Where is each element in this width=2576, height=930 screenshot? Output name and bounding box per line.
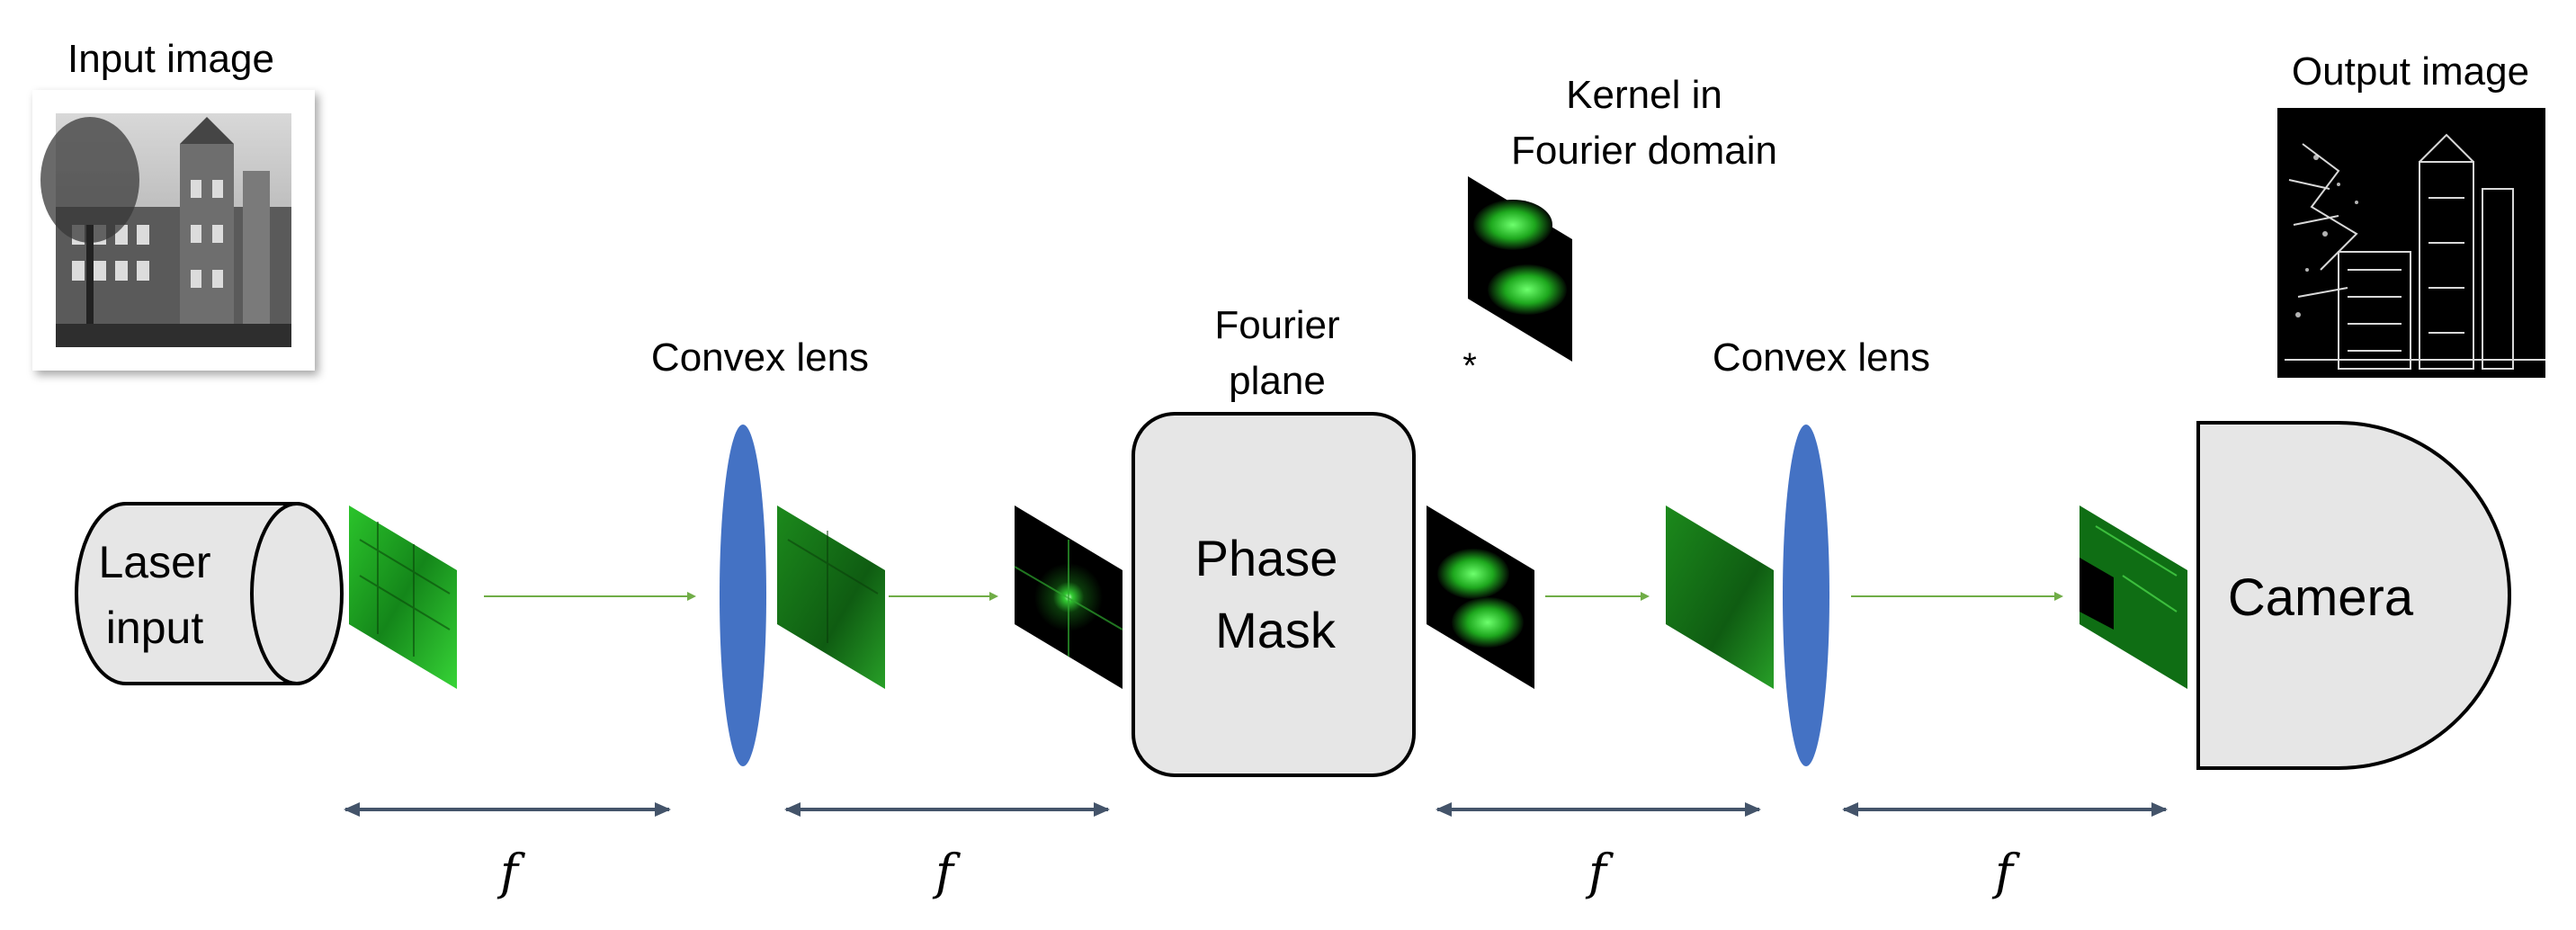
convex-lens-label-1: Convex lens <box>651 335 869 380</box>
fourier-plane-label-line1: Fourier <box>1214 303 1339 347</box>
camera <box>2196 421 2511 770</box>
filtered-spectrum-image <box>1427 505 1534 689</box>
output-image <box>2277 108 2545 378</box>
convex-lens-label-2: Convex lens <box>1713 335 1930 380</box>
laser-input <box>75 502 344 685</box>
kernel-label-line1: Kernel in <box>1566 73 1722 117</box>
phase-mask-label-line2: Mask <box>1215 602 1337 658</box>
green-input-field <box>349 505 457 689</box>
convex-lens-2 <box>1783 425 1829 766</box>
input-image-label: Input image <box>67 37 274 81</box>
fourier-spectrum-image <box>1014 505 1123 689</box>
fourier-plane-label-line2: plane <box>1229 359 1326 403</box>
focal-length-label-4: f <box>1991 844 2020 900</box>
focal-length-label-2: f <box>932 844 961 900</box>
convolution-symbol: * <box>1462 346 1477 386</box>
phase-mask-label-line1: Phase <box>1195 530 1338 586</box>
laser-label-line2: input <box>106 603 204 653</box>
green-after-lens-1 <box>777 505 885 689</box>
green-output-field <box>2080 505 2187 689</box>
kernel-label-line2: Fourier domain <box>1511 129 1777 173</box>
focal-length-label-1: f <box>496 844 525 900</box>
output-image-label: Output image <box>2292 49 2529 94</box>
camera-label: Camera <box>2228 568 2414 627</box>
laser-label-line1: Laser <box>98 537 210 587</box>
green-before-lens-2 <box>1666 505 1774 689</box>
input-image <box>32 90 315 371</box>
convex-lens-1 <box>720 425 766 766</box>
phase-mask <box>1131 412 1416 777</box>
kernel-image <box>1468 176 1572 362</box>
focal-length-label-3: f <box>1585 844 1614 900</box>
